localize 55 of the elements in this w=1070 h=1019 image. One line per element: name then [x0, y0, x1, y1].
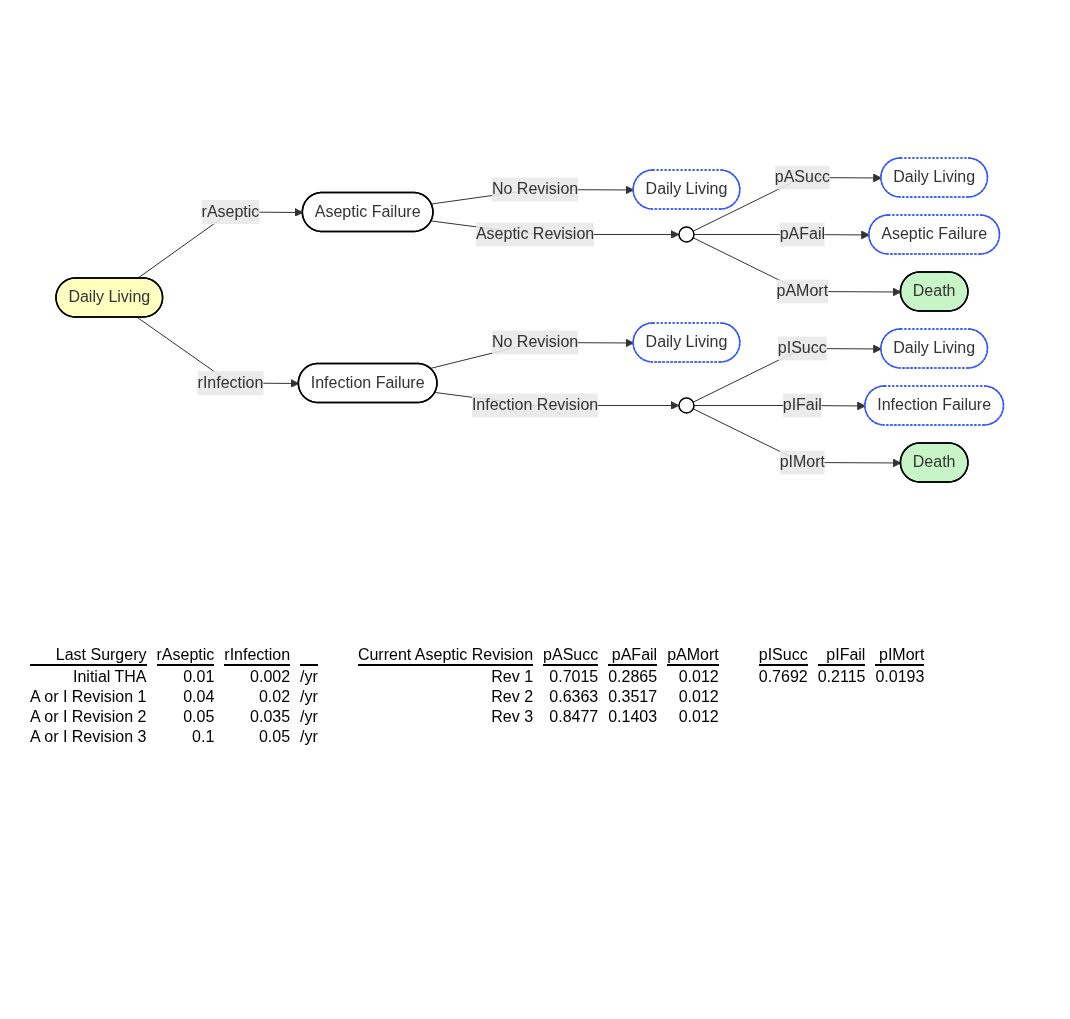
table-cell-text: 0.05: [257, 728, 291, 746]
node-circle: [678, 226, 695, 243]
table-cell-text: 0.01: [182, 668, 215, 686]
column-header: pAMort: [667, 646, 719, 666]
column-header: pIFail: [817, 646, 866, 666]
table-cell: A or I Revision 2: [30, 708, 147, 726]
column-header: Last Surgery: [30, 646, 147, 666]
edge-label: pAMort: [776, 282, 829, 300]
column-header: pIMort: [875, 646, 925, 666]
table-cell-text: Initial THA: [72, 668, 147, 686]
column-header: rAseptic: [156, 646, 215, 666]
edge-label: No Revision: [492, 333, 579, 351]
table-cell: A or I Revision 1: [30, 688, 147, 706]
table-cell-text: 0.012: [677, 708, 719, 726]
table-cell: /yr: [300, 728, 318, 746]
table-cell-text: 0.012: [677, 688, 719, 706]
column-header: pISucc: [758, 646, 808, 666]
table-cell: 0.0193: [875, 668, 925, 686]
edge-label: rAseptic: [201, 203, 260, 220]
table-cell: /yr: [300, 668, 318, 686]
table-cell: 0.3517: [608, 688, 658, 706]
table-cell: 0.2115: [817, 668, 866, 686]
column-header: rInfection: [224, 646, 291, 666]
table-cell-text: 0.7015: [548, 668, 599, 686]
edge-label: pAFail: [779, 225, 826, 243]
column-header: pAFail: [608, 646, 658, 666]
edge-label: pISucc: [778, 339, 828, 357]
edge-label: Infection Revision: [472, 396, 599, 414]
edge-label: No Revision: [492, 180, 579, 198]
table-cell-text: 0.05: [182, 708, 215, 726]
column-header: Current Aseptic Revision: [357, 646, 534, 666]
table-cell-text: Rev 1: [490, 668, 534, 686]
table-cell: 0.7692: [758, 668, 808, 686]
edge-label: pIFail: [783, 396, 823, 414]
table-cell-text: 0.6363: [548, 688, 599, 706]
column-header: pASucc: [543, 646, 599, 666]
table-cell-text: Rev 2: [490, 688, 534, 706]
table-cell-text: 0.012: [677, 668, 719, 686]
table-cell: A or I Revision 3: [30, 728, 147, 746]
edge-label: rInfection: [197, 373, 264, 391]
table-cell: 0.2865: [608, 668, 658, 686]
table-cell: /yr: [300, 688, 318, 706]
node-circle: [678, 397, 695, 414]
table-cell-text: 0.1: [191, 728, 215, 746]
table-cell: /yr: [300, 708, 318, 726]
table-cell-text: 0.02: [257, 688, 291, 706]
table-cell: 0.1403: [608, 708, 658, 726]
table-cell-text: 0.002: [249, 668, 291, 686]
edge-label: pASucc: [775, 168, 831, 186]
edge-label: Aseptic Revision: [476, 225, 595, 243]
table-cell-text: Rev 3: [490, 708, 534, 726]
table-cell-text: 0.8477: [548, 708, 599, 726]
table-cell-text: 0.035: [249, 708, 291, 726]
table-cell-text: 0.04: [182, 688, 215, 706]
edge-label: pIMort: [779, 453, 826, 471]
